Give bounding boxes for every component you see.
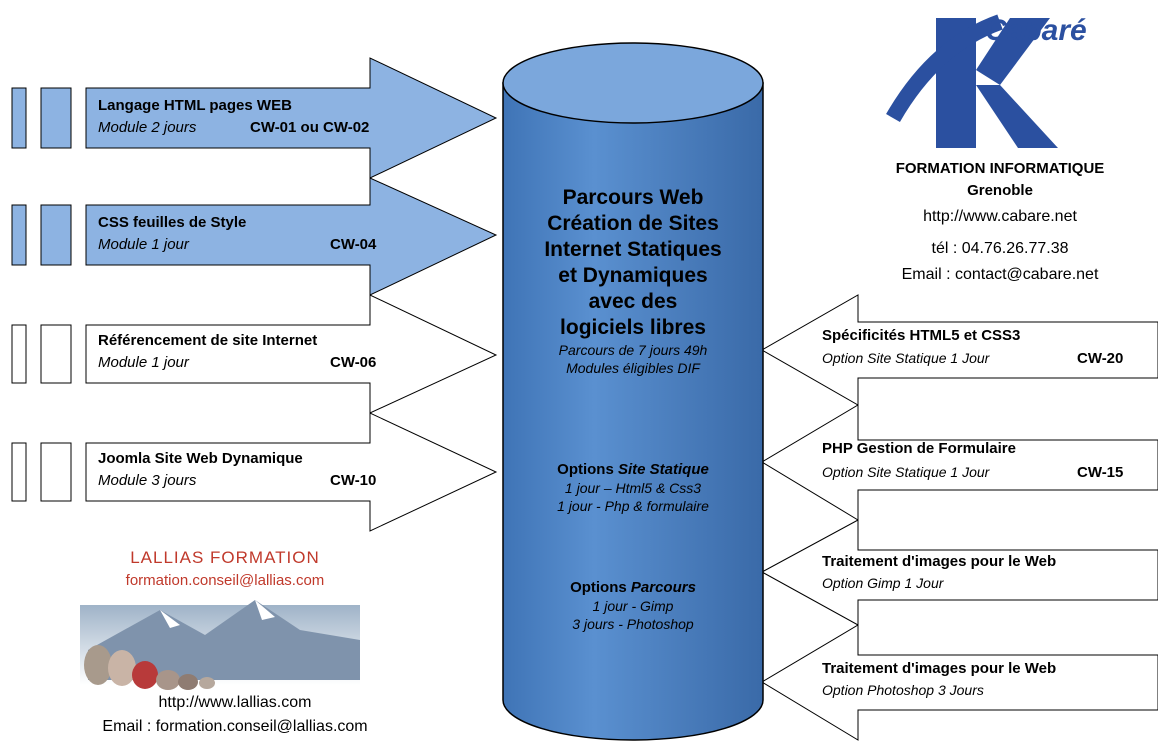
- options-static-heading: Options Site Statique: [505, 460, 761, 479]
- options-emph: Parcours: [630, 579, 696, 596]
- cylinder-title-line: avec des: [588, 290, 678, 313]
- lallias-picture: [80, 600, 360, 690]
- options-parcours-heading: Options Parcours: [505, 578, 761, 597]
- right-option-3-title: Traitement d'images pour le Web: [822, 553, 1057, 570]
- right-arrow-2: [761, 404, 1158, 521]
- left-module-3-title: Référencement de site Internet: [98, 332, 318, 349]
- left-arrow-3: [11, 294, 498, 414]
- lallias-logo-email: formation.conseil@lallias.com: [125, 572, 325, 589]
- left-module-2-code: CW-04: [330, 236, 377, 253]
- lallias-logo-text: LALLIAS FORMATION: [130, 548, 320, 567]
- left-module-1-title: Langage HTML pages WEB: [98, 97, 292, 114]
- right-option-4-sub: Option Photoshop 3 Jours: [822, 682, 984, 698]
- left-module-2-title: CSS feuilles de Style: [98, 214, 247, 231]
- cylinder-options-parcours: Options Parcours 1 jour - Gimp 3 jours -…: [505, 578, 761, 633]
- options-parcours-line: 3 jours - Photoshop: [572, 616, 694, 632]
- left-module-4-title: Joomla Site Web Dynamique: [98, 450, 303, 467]
- options-static-line: 1 jour – Html5 & Css3: [564, 480, 702, 496]
- right-option-2-code: CW-15: [1077, 464, 1124, 481]
- left-module-4-duration: Module 3 jours: [98, 472, 197, 489]
- right-option-3-sub: Option Gimp 1 Jour: [822, 575, 944, 591]
- cylinder-title-line: Internet Statiques: [544, 238, 722, 261]
- options-static-line: 1 jour - Php & formulaire: [557, 498, 709, 514]
- left-module-1-duration: Module 2 jours: [98, 119, 197, 136]
- right-arrow-1: [760, 294, 1158, 406]
- cylinder-title-line: logiciels libres: [560, 316, 706, 339]
- cabare-city: Grenoble: [967, 182, 1033, 199]
- cabare-logo-text: Cabaré: [985, 14, 1087, 47]
- cabare-phone: tél : 04.76.26.77.38: [931, 240, 1069, 257]
- right-option-1-title: Spécificités HTML5 et CSS3: [822, 327, 1021, 344]
- cabare-url: http://www.cabare.net: [923, 208, 1077, 225]
- left-module-4-code: CW-10: [330, 472, 377, 489]
- right-option-1-code: CW-20: [1077, 350, 1124, 367]
- left-module-3-code: CW-06: [330, 354, 377, 371]
- cylinder-subtitle-line: Parcours de 7 jours 49h: [558, 342, 708, 358]
- options-label: Options: [570, 579, 631, 596]
- right-arrow-3: [760, 519, 1158, 626]
- left-arrow-4: [11, 412, 498, 532]
- cabare-formation: FORMATION INFORMATIQUE: [895, 160, 1105, 177]
- left-arrow-1: [11, 57, 498, 179]
- options-parcours-line: 1 jour - Gimp: [592, 598, 674, 614]
- cylinder-subtitle-line: Modules éligibles DIF: [566, 360, 700, 376]
- cabare-email: Email : contact@cabare.net: [901, 266, 1099, 283]
- cylinder-title: Parcours Web Création de Sites Internet …: [505, 185, 761, 377]
- cylinder-options-static: Options Site Statique 1 jour – Html5 & C…: [505, 460, 761, 515]
- left-module-2-duration: Module 1 jour: [98, 236, 189, 253]
- right-arrow-4: [761, 624, 1158, 741]
- cabare-logo: [886, 14, 1058, 148]
- cylinder-title-line: Création de Sites: [547, 212, 719, 235]
- right-option-2-sub: Option Site Statique 1 Jour: [822, 464, 990, 480]
- right-option-1-sub: Option Site Statique 1 Jour: [822, 350, 990, 366]
- central-cylinder: [502, 42, 764, 741]
- left-arrow-2: [11, 177, 498, 296]
- right-option-4-title: Traitement d'images pour le Web: [822, 660, 1057, 677]
- lallias-email: Email : formation.conseil@lallias.com: [102, 718, 368, 735]
- options-emph: Site Statique: [617, 461, 709, 478]
- lallias-url: http://www.lallias.com: [158, 694, 312, 711]
- cylinder-title-line: et Dynamiques: [558, 264, 708, 287]
- right-option-2-title: PHP Gestion de Formulaire: [822, 440, 1016, 457]
- cylinder-title-line: Parcours Web: [562, 186, 704, 209]
- left-module-1-code: CW-01 ou CW-02: [250, 119, 370, 136]
- left-module-3-duration: Module 1 jour: [98, 354, 189, 371]
- options-label: Options: [557, 461, 618, 478]
